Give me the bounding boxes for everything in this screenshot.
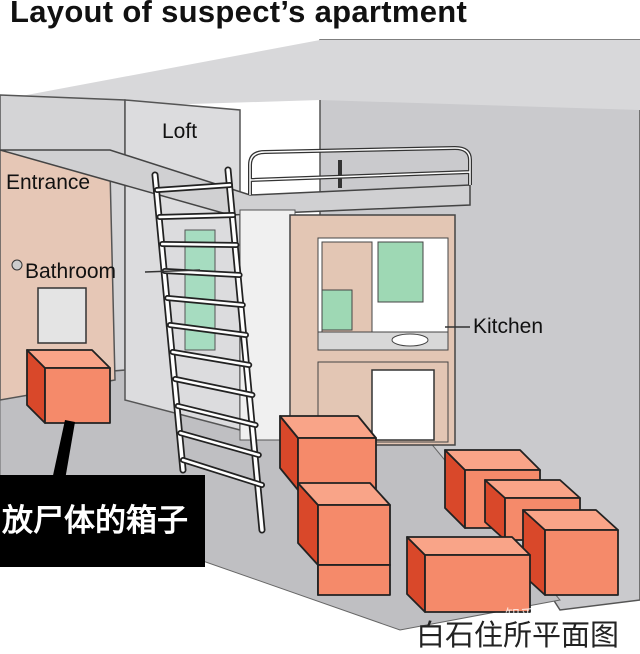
- watermark: 知乎@: [505, 607, 551, 624]
- label-loft: Loft: [162, 120, 198, 143]
- label-kitchen: Kitchen: [473, 315, 544, 338]
- kitchen-counter: [317, 331, 449, 351]
- label-bathroom: Bathroom: [25, 260, 117, 283]
- box: [522, 509, 619, 596]
- callout-box-label: 放尸体的箱子: [0, 475, 205, 567]
- box-top: [406, 536, 531, 556]
- page-title: Layout of suspect’s apartment: [10, 0, 468, 29]
- box: [406, 536, 531, 613]
- sink: [391, 333, 429, 347]
- box-front: [44, 367, 111, 424]
- water-heater: [37, 287, 87, 344]
- box: [297, 482, 391, 566]
- box: [279, 415, 377, 491]
- box-top: [279, 415, 377, 439]
- ladder: [151, 166, 266, 534]
- box-front: [544, 529, 619, 596]
- refrigerator: [371, 369, 435, 441]
- box-front: [317, 564, 391, 596]
- label-entrance: Entrance: [6, 171, 91, 194]
- box-front: [317, 504, 391, 566]
- boxes: [26, 349, 619, 613]
- callout-pointer: [52, 420, 75, 480]
- ceiling-left: [0, 40, 640, 110]
- box: [317, 564, 391, 596]
- box: [26, 349, 111, 424]
- light-switch: [11, 259, 23, 271]
- box-front: [424, 554, 531, 613]
